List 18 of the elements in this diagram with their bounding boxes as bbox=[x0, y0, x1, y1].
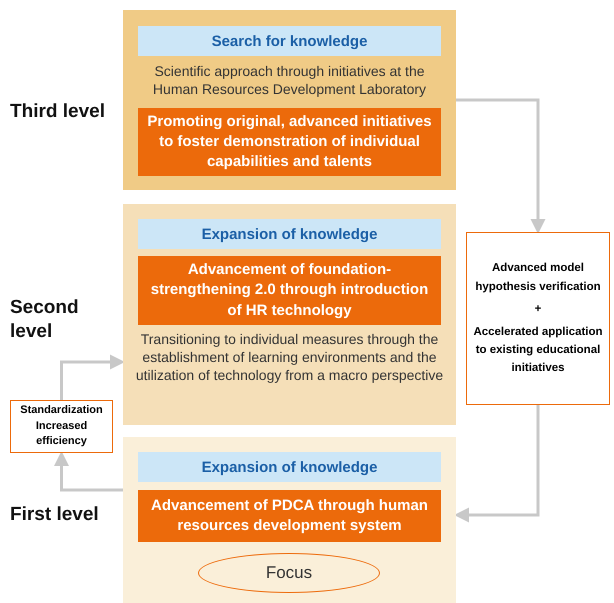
arrow bbox=[54, 451, 123, 492]
arrow bbox=[60, 354, 125, 400]
result-box: Advanced model hypothesis verification + Accelerated application to existing educational initiatives bbox=[466, 232, 610, 405]
description-text: Transitioning to individual measures through the establishment of learning environments and the utilization of technology from a macro perspective bbox=[134, 330, 444, 385]
initiative-box: Advancement of foundation-strengthening 2.0 through introduction of HR technology bbox=[138, 256, 441, 325]
arrow bbox=[456, 98, 546, 234]
heading-bar: Expansion of knowledge bbox=[138, 219, 441, 249]
result-box: Standardization Increased efficiency bbox=[10, 400, 113, 453]
heading-bar: Expansion of knowledge bbox=[138, 452, 441, 482]
initiative-box: Promoting original, advanced initiatives to foster demonstration of individual capabilities and talents bbox=[138, 108, 441, 176]
description-text: Scientific approach through initiatives at the Human Resources Development Laboratory bbox=[152, 62, 428, 98]
level-label: Third level bbox=[10, 100, 106, 124]
arrow bbox=[454, 405, 540, 522]
level-label: First level bbox=[10, 503, 100, 527]
focus-ellipse: Focus bbox=[198, 553, 380, 593]
initiative-box: Advancement of PDCA through human resources development system bbox=[138, 490, 441, 542]
level-label: Second level bbox=[10, 296, 80, 344]
heading-bar: Search for knowledge bbox=[138, 26, 441, 56]
